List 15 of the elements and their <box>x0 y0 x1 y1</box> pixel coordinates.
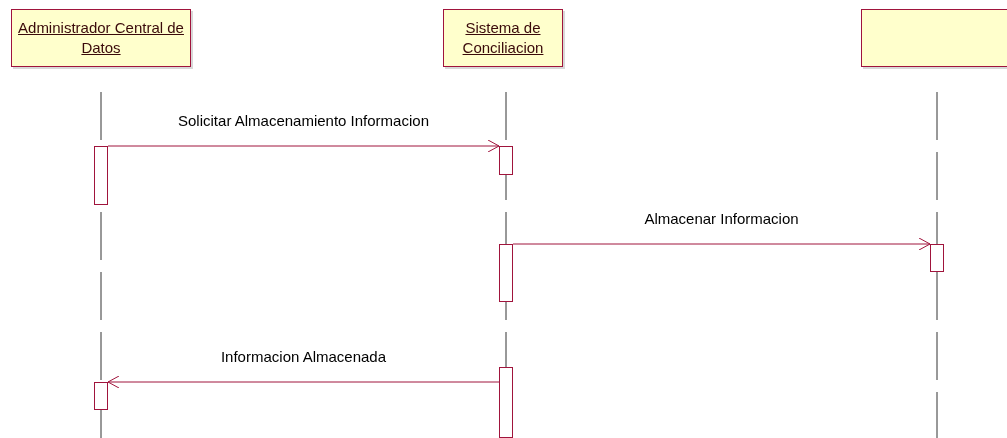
message-arrow <box>107 375 500 389</box>
object-box <box>861 9 1007 67</box>
activation-bar <box>94 382 108 410</box>
message-label: Informacion Almacenada <box>220 348 387 365</box>
message-arrow <box>512 237 931 251</box>
message-label: Solicitar Almacenamiento Informacion <box>178 112 429 129</box>
activation-bar <box>499 367 513 438</box>
object-box: Administrador Central de Datos <box>11 9 191 67</box>
activation-bar <box>499 244 513 302</box>
message-arrow <box>107 139 500 153</box>
message-label: Almacenar Informacion <box>644 210 799 227</box>
activation-bar <box>930 244 944 272</box>
activation-bar <box>94 146 108 205</box>
activation-bar <box>499 146 513 175</box>
object-box: Sistema de Conciliacion <box>443 9 563 67</box>
